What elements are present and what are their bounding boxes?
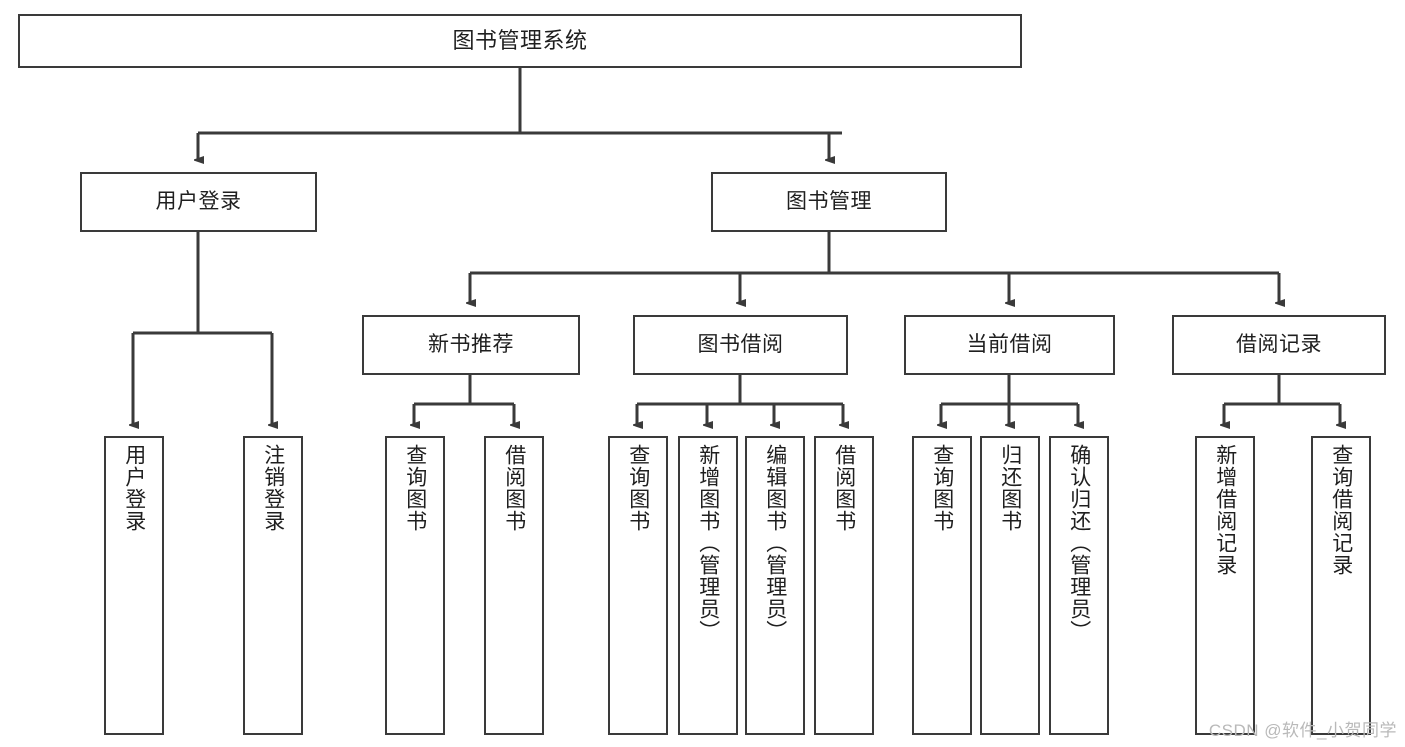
node-label: 查询借阅记录 — [1329, 444, 1353, 576]
node-label: 查询图书 — [930, 444, 954, 532]
leaf-new-book-borrow-book[interactable]: 借阅图书 — [484, 436, 544, 735]
leaf-current-borrow-query-book[interactable]: 查询图书 — [912, 436, 972, 735]
node-label: 注销登录 — [261, 444, 285, 532]
node-label: 图书管理 — [786, 190, 872, 214]
node-label: 用户登录 — [155, 190, 242, 214]
leaf-borrow-record-add-record[interactable]: 新增借阅记录 — [1195, 436, 1255, 735]
node-label: 借阅图书 — [502, 444, 526, 532]
node-label: 当前借阅 — [966, 333, 1053, 357]
leaf-borrow-record-query-record[interactable]: 查询借阅记录 — [1311, 436, 1371, 735]
node-label: 归还图书 — [998, 444, 1022, 532]
node-label: 图书借阅 — [697, 333, 784, 357]
node-label: 新书推荐 — [428, 333, 514, 357]
node-current-borrow[interactable]: 当前借阅 — [904, 315, 1115, 375]
node-label: 新增图书（管理员） — [696, 444, 720, 642]
node-label: 确认归还（管理员） — [1067, 444, 1091, 642]
leaf-book-borrow-query-book[interactable]: 查询图书 — [608, 436, 668, 735]
node-book-management[interactable]: 图书管理 — [711, 172, 947, 232]
leaf-current-borrow-confirm-return-admin[interactable]: 确认归还（管理员） — [1049, 436, 1109, 735]
node-label: 查询图书 — [626, 444, 650, 532]
leaf-user-login-logout[interactable]: 注销登录 — [243, 436, 303, 735]
node-new-book-recommend[interactable]: 新书推荐 — [362, 315, 580, 375]
node-book-borrow[interactable]: 图书借阅 — [633, 315, 848, 375]
leaf-book-borrow-edit-book-admin[interactable]: 编辑图书（管理员） — [745, 436, 805, 735]
leaf-current-borrow-return-book[interactable]: 归还图书 — [980, 436, 1040, 735]
node-label: 借阅图书 — [832, 444, 856, 532]
node-label: 借阅记录 — [1236, 333, 1322, 357]
node-label: 用户登录 — [122, 444, 146, 532]
node-label: 新增借阅记录 — [1213, 444, 1237, 576]
node-user-login[interactable]: 用户登录 — [80, 172, 317, 232]
node-root-book-management-system[interactable]: 图书管理系统 — [18, 14, 1022, 68]
leaf-new-book-query-book[interactable]: 查询图书 — [385, 436, 445, 735]
watermark: CSDN @软件_小贺同学 — [1208, 721, 1397, 740]
leaf-book-borrow-add-book-admin[interactable]: 新增图书（管理员） — [678, 436, 738, 735]
node-borrow-record[interactable]: 借阅记录 — [1172, 315, 1386, 375]
node-label: 编辑图书（管理员） — [763, 444, 787, 642]
leaf-book-borrow-borrow-book[interactable]: 借阅图书 — [814, 436, 874, 735]
leaf-user-login-login[interactable]: 用户登录 — [104, 436, 164, 735]
node-label: 查询图书 — [403, 444, 427, 532]
node-label: 图书管理系统 — [452, 27, 588, 53]
